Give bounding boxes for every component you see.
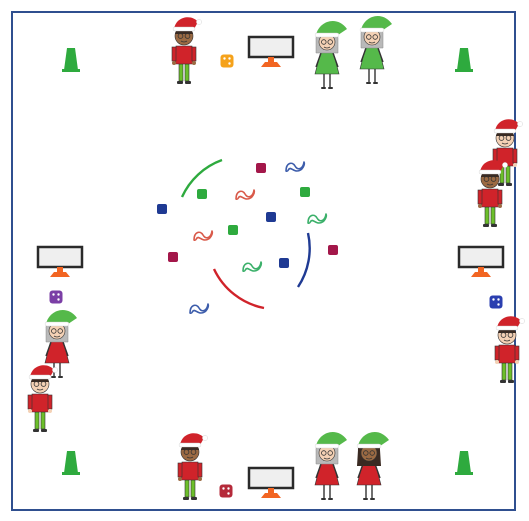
beanbag-icon: [328, 245, 338, 255]
field-border: [12, 12, 515, 510]
die-icon: [490, 296, 503, 309]
beanbag-icon: [168, 252, 178, 262]
die-icon: [220, 485, 233, 498]
die-icon: [221, 55, 234, 68]
beanbag-icon: [300, 187, 310, 197]
die-icon: [50, 291, 63, 304]
beanbag-icon: [228, 225, 238, 235]
beanbag-icon: [256, 163, 266, 173]
beanbag-icon: [279, 258, 289, 268]
beanbag-icon: [197, 189, 207, 199]
beanbag-icon: [157, 204, 167, 214]
beanbag-icon: [266, 212, 276, 222]
